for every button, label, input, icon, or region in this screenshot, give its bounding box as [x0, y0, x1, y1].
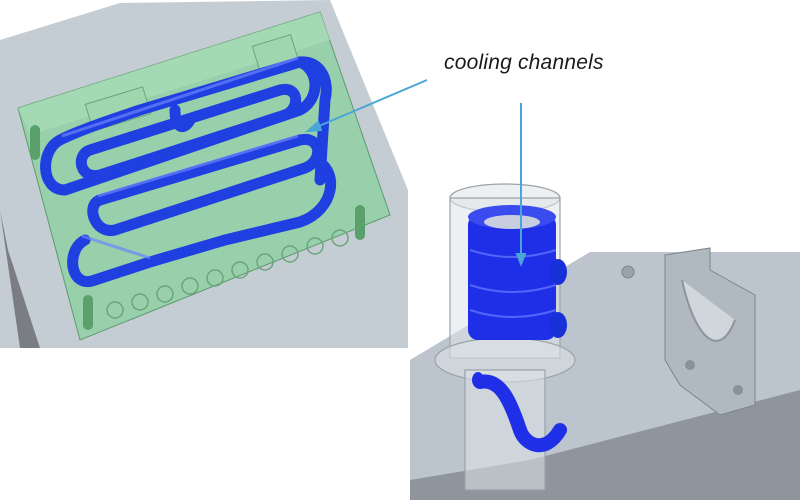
pins: [30, 125, 365, 330]
left-mold-illustration: [0, 0, 408, 348]
plate-hole: [621, 265, 635, 279]
left-mold-render: [0, 0, 408, 348]
cooling-channels-label: cooling channels: [444, 51, 604, 74]
channel-highlights: [61, 56, 299, 260]
half-bushing-block: [664, 247, 756, 416]
right-mold-render: [410, 160, 800, 500]
hole-row: [106, 229, 349, 319]
core-cooling-channel: [468, 205, 567, 453]
right-mold-illustration: [410, 183, 800, 500]
plate-side-shadow: [0, 210, 40, 348]
